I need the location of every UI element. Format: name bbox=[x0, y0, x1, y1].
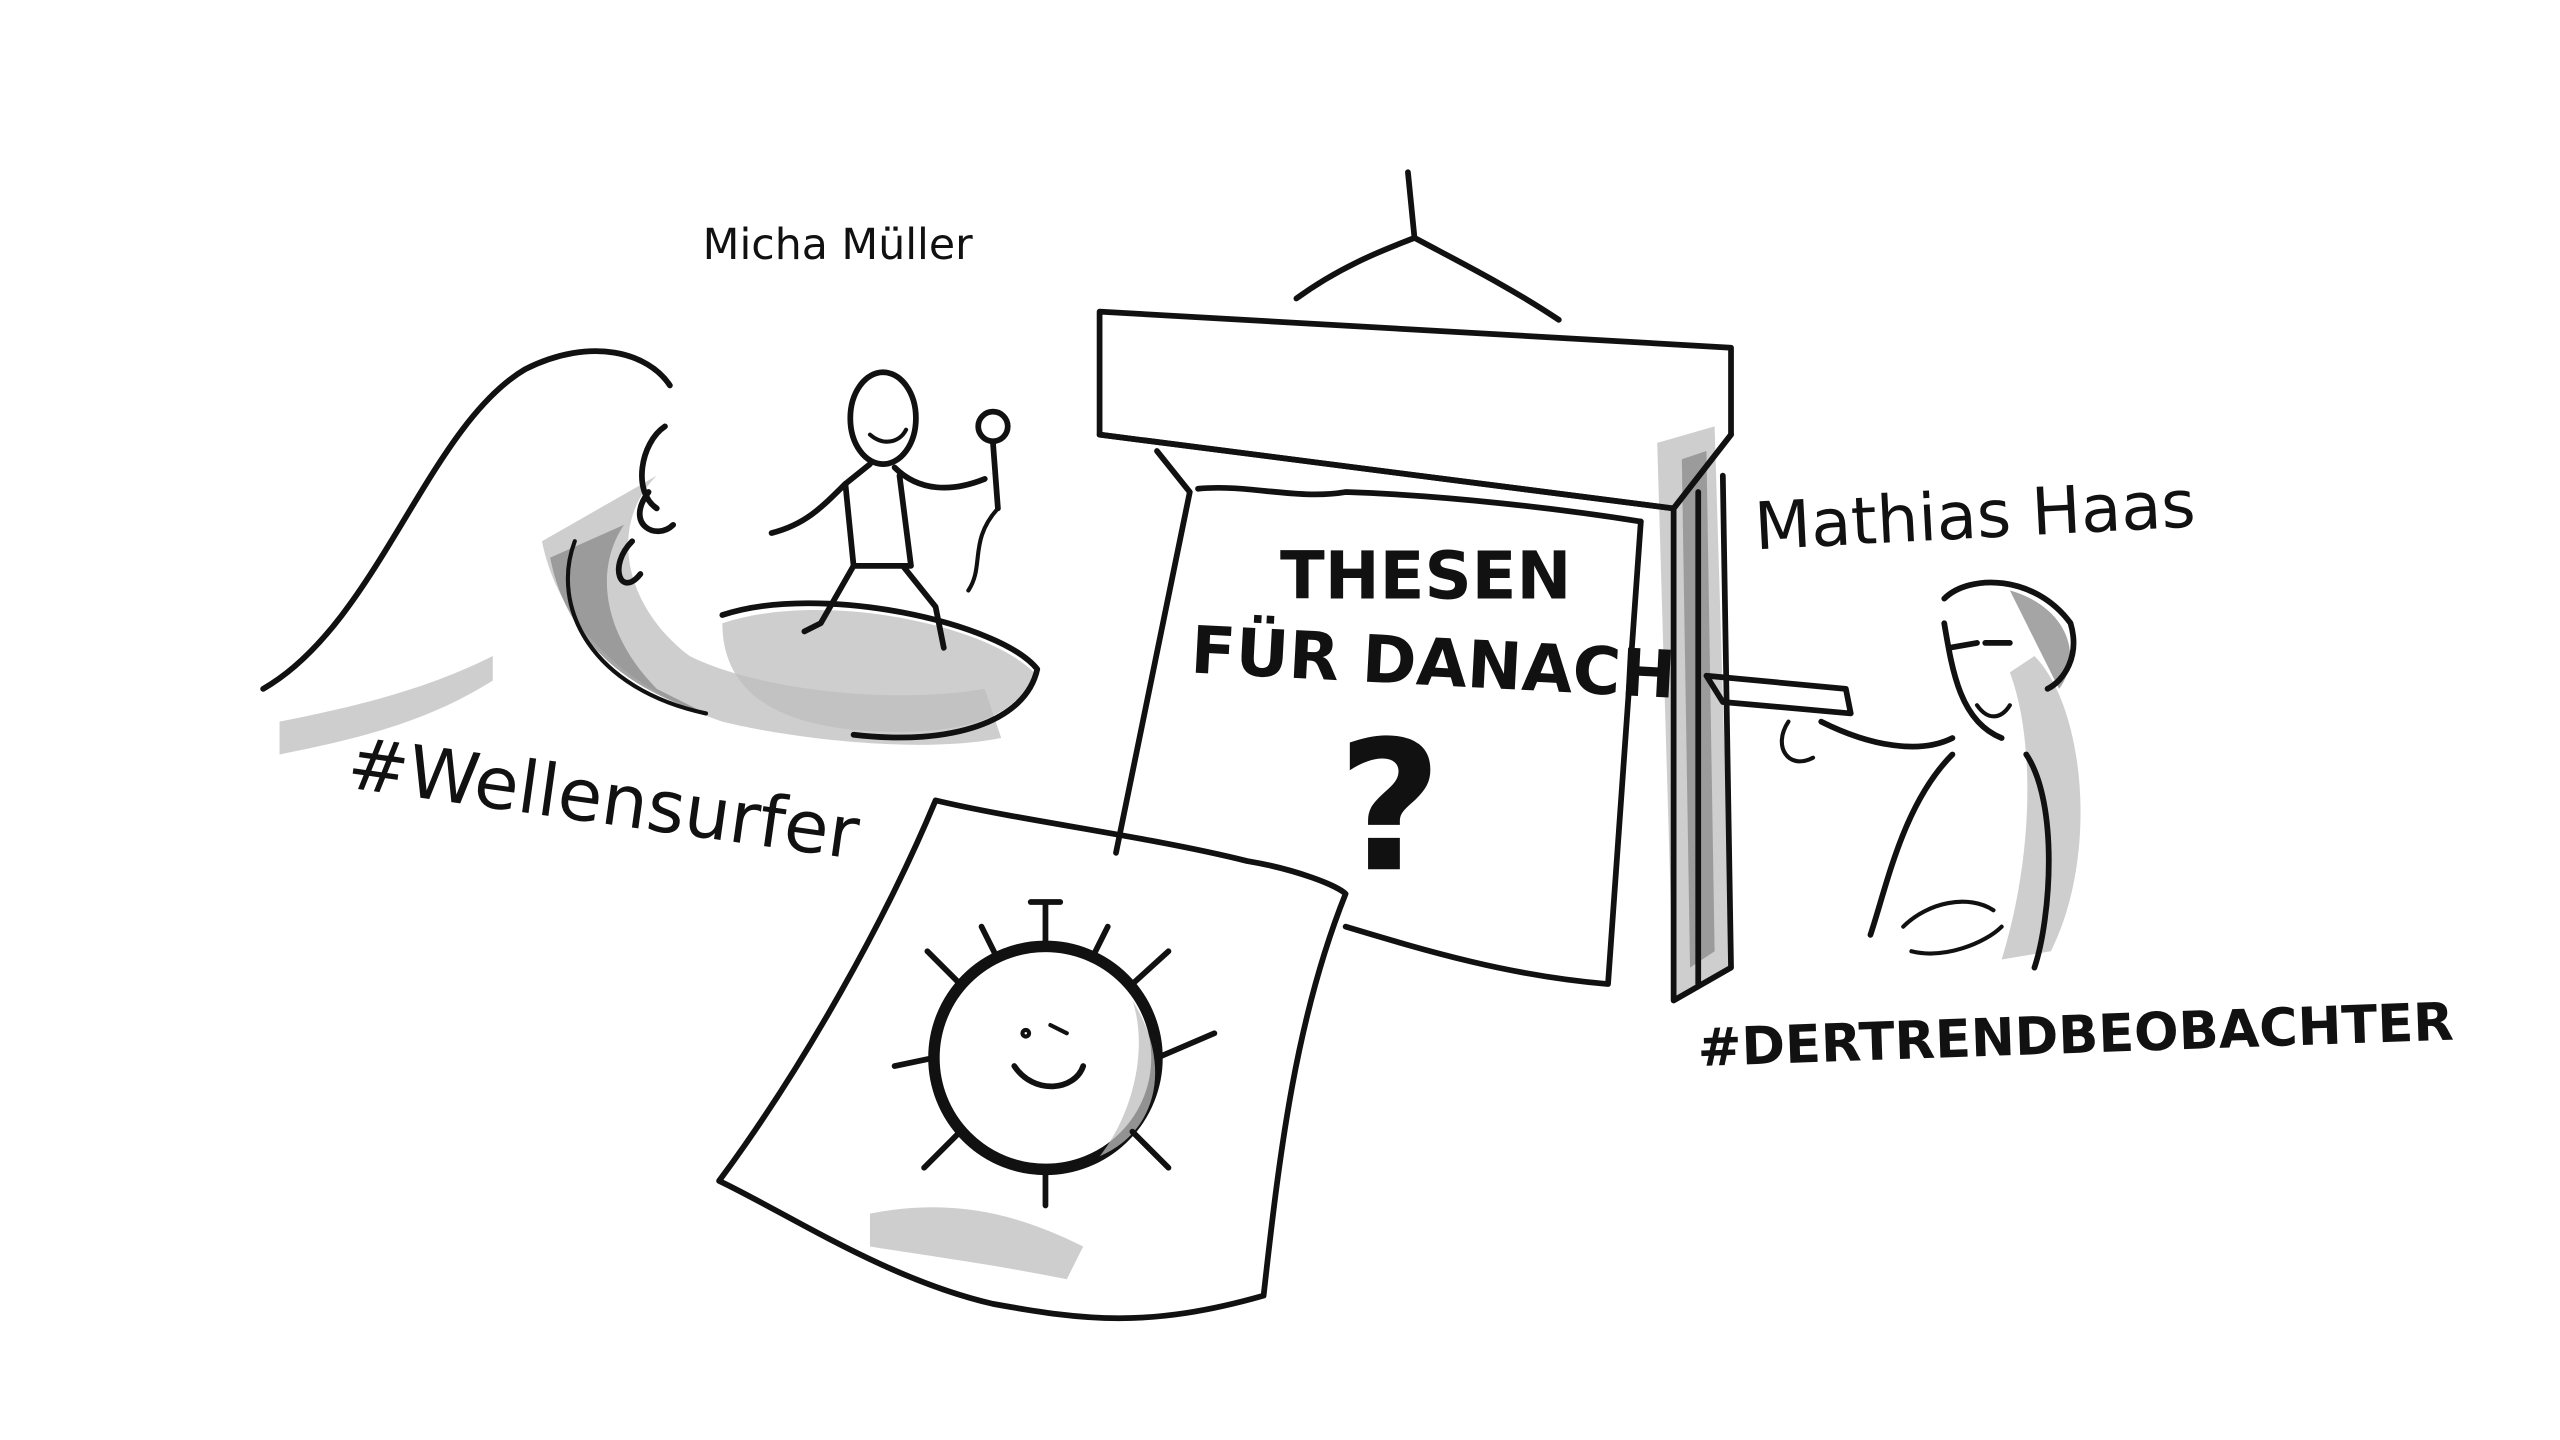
presenter-name: Mathias Haas bbox=[1752, 466, 2197, 565]
surfer-hashtag: #Wellensurfer bbox=[343, 722, 865, 877]
surfer-name: Micha Müller bbox=[703, 220, 973, 270]
question-mark: ? bbox=[1337, 702, 1442, 912]
flipchart-title-line2: FÜR DANACH bbox=[1189, 612, 1678, 714]
surfer-figure bbox=[768, 369, 1011, 651]
presenter-hashtag: #DERTRENDBEOBACHTER bbox=[1697, 992, 2455, 1079]
flipchart-title-line1: THESEN bbox=[1280, 539, 1571, 615]
wave bbox=[260, 348, 1002, 755]
presenter-figure bbox=[1703, 579, 2081, 971]
virus-sheet bbox=[716, 797, 1349, 1322]
flipchart: THESEN FÜR DANACH ? bbox=[1096, 169, 1734, 1004]
virus-icon bbox=[891, 899, 1218, 1209]
surfboard bbox=[719, 600, 1041, 741]
